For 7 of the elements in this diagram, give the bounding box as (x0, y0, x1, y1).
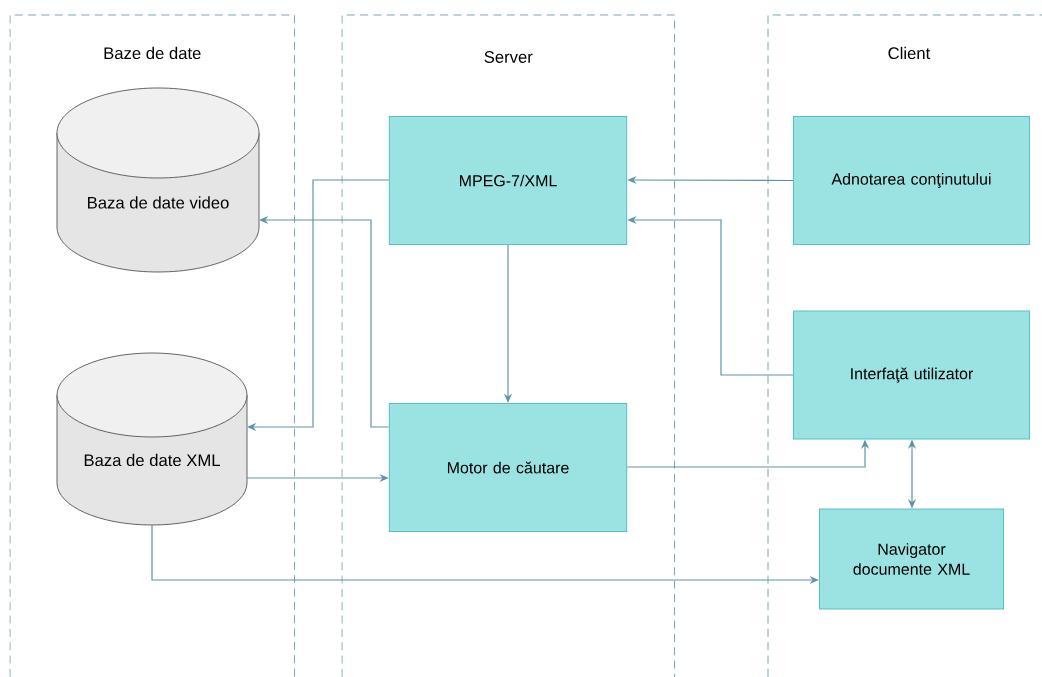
process-box: Navigator documente XML (818, 508, 1005, 610)
process-box: Adnotarea conţinutului (792, 115, 1031, 246)
database-cylinder: Baza de date XML (56, 352, 248, 526)
process-box: Motor de căutare (388, 402, 628, 533)
process-box: Interfaţă utilizator (792, 310, 1031, 440)
process-box: MPEG-7/XML (388, 115, 628, 246)
database-cylinder: Baza de date video (56, 87, 260, 273)
